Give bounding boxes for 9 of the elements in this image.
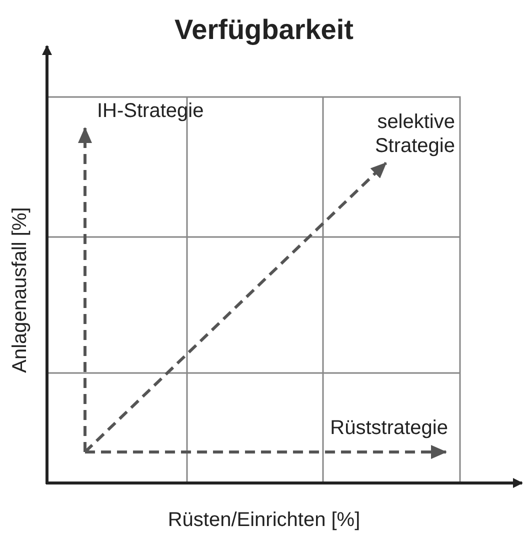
dashed-arrow [78,127,92,452]
chart-title: Verfügbarkeit [174,14,354,46]
strategy-label: IH-Strategie [97,99,204,123]
axis-label: Anlagenausfall [%] [8,206,32,375]
dashed-arrow [84,162,388,454]
strategy-label: selektive Strategie [374,110,455,158]
dashed-arrow [85,445,447,459]
strategy-label: Rüststrategie [329,416,448,440]
axis-label: Rüsten/Einrichten [%] [166,508,362,532]
